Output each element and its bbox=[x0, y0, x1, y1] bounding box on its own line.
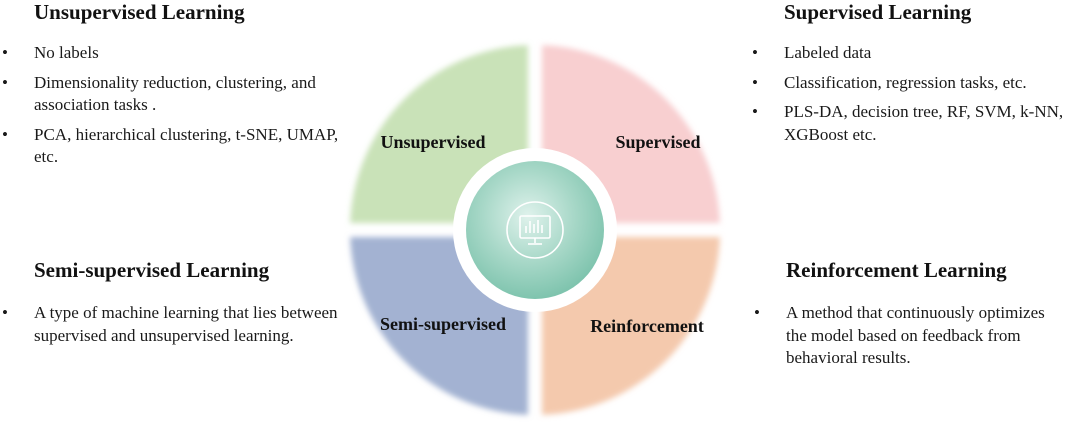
quadrant-label-unsupervised: Unsupervised bbox=[380, 132, 485, 152]
quadrant-label-reinforcement: Reinforcement bbox=[590, 316, 704, 336]
list-item: •PCA, hierarchical clustering, t-SNE, UM… bbox=[2, 124, 339, 167]
bullet-list-supervised: •Labeled data •Classification, regressio… bbox=[750, 42, 1064, 146]
list-item: •Dimensionality reduction, clustering, a… bbox=[2, 72, 316, 115]
bullet-dot: • bbox=[2, 124, 8, 144]
list-item: •A method that continuously optimizes th… bbox=[754, 303, 1045, 367]
bullet-dot: • bbox=[2, 72, 8, 92]
bullet-dot: • bbox=[752, 43, 758, 62]
list-item: •Labeled data bbox=[750, 42, 1064, 65]
list-item: •PLS-DA, decision tree, RF, SVM, k-NN, X… bbox=[752, 102, 1064, 144]
center-disc bbox=[466, 161, 604, 299]
list-item: •No labels bbox=[0, 42, 364, 65]
bullet-dot: • bbox=[752, 72, 758, 92]
section-title-reinforcement: Reinforcement Learning bbox=[786, 258, 1007, 282]
section-semi-supervised: Semi-supervised Learning •A type of mach… bbox=[2, 258, 364, 354]
monitor-chart-icon bbox=[506, 201, 564, 259]
section-supervised: Supervised Learning •Labeled data •Class… bbox=[752, 0, 1064, 153]
quadrant-label-semi-supervised: Semi-supervised bbox=[380, 314, 506, 334]
bullet-list-semi-supervised: •A type of machine learning that lies be… bbox=[0, 302, 364, 347]
section-unsupervised: Unsupervised Learning •No labels •Dimens… bbox=[2, 0, 364, 176]
bullet-dot: • bbox=[2, 303, 8, 322]
bullet-dot: • bbox=[2, 43, 8, 62]
section-title-unsupervised: Unsupervised Learning bbox=[34, 0, 245, 24]
list-item: •A type of machine learning that lies be… bbox=[2, 303, 338, 345]
bullet-dot: • bbox=[754, 303, 760, 322]
quadrant-label-supervised: Supervised bbox=[615, 132, 700, 152]
list-item: •Classification, regression tasks, etc. bbox=[750, 72, 1064, 95]
bullet-list-reinforcement: •A method that continuously optimizes th… bbox=[752, 302, 1065, 370]
bullet-dot: • bbox=[752, 102, 758, 121]
section-reinforcement: Reinforcement Learning •A method that co… bbox=[754, 258, 1065, 377]
section-title-supervised: Supervised Learning bbox=[784, 0, 972, 24]
section-title-semi-supervised: Semi-supervised Learning bbox=[34, 258, 270, 282]
quadrant-diagram: Unsupervised Supervised Semi-supervised … bbox=[350, 45, 720, 415]
bullet-list-unsupervised: •No labels •Dimensionality reduction, cl… bbox=[0, 42, 364, 169]
